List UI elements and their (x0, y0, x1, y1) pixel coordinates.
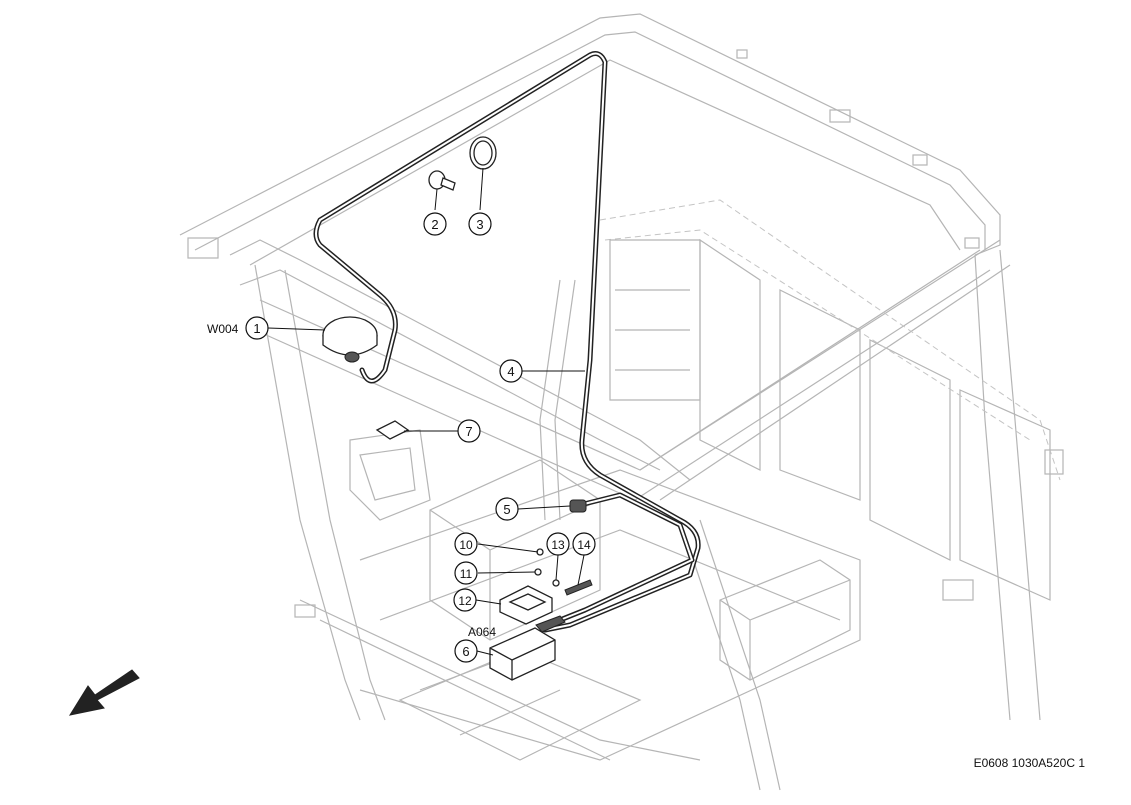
callout-1: 1 (245, 316, 269, 340)
screw-part (428, 170, 456, 191)
antenna-puck (322, 316, 378, 363)
svg-text:14: 14 (577, 538, 591, 552)
svg-text:6: 6 (462, 644, 469, 659)
svg-text:11: 11 (460, 567, 473, 581)
strip-part (564, 579, 593, 596)
svg-text:10: 10 (459, 538, 473, 552)
antenna-reference-label: W004 (207, 322, 239, 336)
svg-text:13: 13 (551, 538, 565, 552)
leader-lines (267, 167, 585, 656)
connector-part (569, 499, 587, 513)
svg-text:1: 1 (253, 321, 260, 336)
svg-text:12: 12 (458, 594, 472, 608)
callout-14: 14 (572, 532, 596, 556)
callout-11: 11 (454, 561, 478, 585)
callout-13: 13 (546, 532, 570, 556)
clamp-part (469, 136, 497, 170)
svg-text:3: 3 (476, 217, 483, 232)
callout-3: 3 (468, 212, 492, 236)
extension-cable (552, 492, 695, 625)
pad-part (375, 420, 410, 440)
svg-text:4: 4 (507, 364, 514, 379)
module-reference-label: A064 (468, 625, 496, 639)
bracket-part (499, 585, 553, 625)
svg-text:5: 5 (503, 502, 510, 517)
callout-4: 4 (499, 359, 523, 383)
svg-text:2: 2 (431, 217, 438, 232)
callout-12: 12 (453, 588, 477, 612)
callout-7: 7 (457, 419, 481, 443)
callout-10: 10 (454, 532, 478, 556)
cab-frame (179, 13, 1064, 791)
arrow-icon (68, 669, 140, 716)
drawing-code: E0608 1030A520C 1 (974, 756, 1086, 770)
svg-text:7: 7 (465, 424, 472, 439)
antenna-cable (313, 51, 701, 633)
callout-6: 6 (454, 639, 478, 663)
callout-5: 5 (495, 497, 519, 521)
module-box (489, 615, 566, 681)
callout-2: 2 (423, 212, 447, 236)
